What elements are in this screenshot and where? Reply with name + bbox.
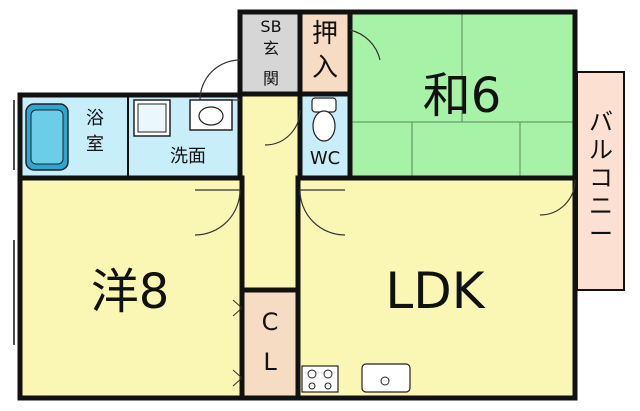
ldk-label: LDK (385, 262, 485, 320)
closet-label-2: 入 (312, 53, 338, 83)
svg-text:バ: バ (589, 108, 613, 136)
yoshitsu-room (20, 180, 242, 398)
washitsu-label: 和6 (423, 68, 502, 124)
cl-closet (242, 290, 300, 398)
cl-label-1: C (262, 308, 279, 336)
wc-label: WC (310, 148, 340, 169)
balcony-label: バ ル コ ニ ー (589, 108, 613, 248)
bath-label-1: 浴 (86, 108, 104, 129)
walls (17, 9, 578, 401)
svg-text:ル: ル (589, 136, 613, 164)
svg-text:ニ: ニ (589, 192, 613, 220)
tatami-lines (350, 12, 575, 177)
closet-area (300, 12, 350, 94)
entrance-area (242, 12, 300, 94)
yoshitsu-label: 洋8 (91, 264, 170, 320)
closet-door-marks (232, 299, 243, 387)
bath-label-2: 室 (86, 134, 104, 155)
closet-label-1: 押 (312, 19, 338, 49)
sb-label: SB (260, 17, 281, 36)
entrance-label-2: 関 (263, 69, 279, 88)
ldk-room (300, 180, 575, 398)
stove-icon (301, 365, 339, 393)
sink-icon (361, 363, 411, 393)
balcony (576, 71, 625, 291)
svg-text:コ: コ (589, 164, 613, 192)
washroom-label: 洗面 (170, 146, 206, 167)
svg-text:ー: ー (589, 220, 613, 248)
toilet-icon (311, 97, 337, 142)
entrance-label-1: 玄 (263, 39, 279, 58)
hallway (242, 94, 300, 290)
cl-label-2: L (263, 348, 277, 376)
